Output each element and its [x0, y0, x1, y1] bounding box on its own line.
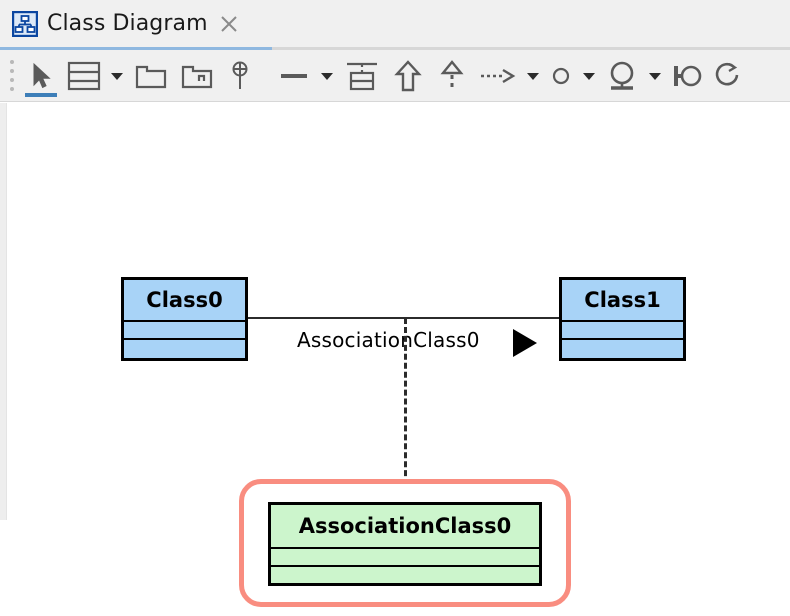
realization-tool-button[interactable] — [430, 50, 474, 102]
chevron-down-icon — [110, 66, 124, 85]
required-interface-tool-button[interactable] — [666, 50, 708, 102]
association-edge[interactable] — [248, 317, 559, 319]
class-operations-compartment — [562, 340, 683, 358]
socket-ball-icon — [670, 61, 704, 91]
interface-circle-icon — [550, 65, 572, 87]
class-box-icon — [67, 60, 101, 92]
generalization-arrow-icon — [394, 59, 422, 93]
realization-arrow-icon — [440, 59, 464, 93]
cursor-arrow-icon — [29, 62, 53, 90]
close-icon[interactable] — [219, 14, 239, 34]
class-node-associationclass0[interactable]: AssociationClass0 — [268, 502, 542, 586]
interface-tool-dropdown[interactable] — [578, 50, 600, 102]
package-icon — [134, 61, 168, 91]
class-node-class0[interactable]: Class0 — [121, 277, 248, 361]
dependency-tool-button[interactable] — [474, 50, 522, 102]
class-node-class1[interactable]: Class1 — [559, 277, 686, 361]
association-label[interactable]: AssociationClass0 — [297, 328, 480, 352]
class-diagram-icon — [11, 10, 39, 37]
association-navigation-arrow-icon — [513, 329, 537, 357]
association-tool-dropdown[interactable] — [316, 50, 338, 102]
interface-tool-button[interactable] — [544, 50, 578, 102]
package-tool-button[interactable] — [128, 50, 174, 102]
provided-interface-tool-dropdown[interactable] — [644, 50, 666, 102]
class-attributes-compartment — [562, 322, 683, 340]
tab-active-indicator — [0, 47, 272, 50]
class-tool-button[interactable] — [62, 50, 106, 102]
class-tool-dropdown[interactable] — [106, 50, 128, 102]
association-class-tool-button[interactable] — [338, 50, 386, 102]
toolbar-grip[interactable] — [4, 50, 20, 102]
subsystem-tool-button[interactable] — [174, 50, 220, 102]
package-nested-icon — [180, 61, 214, 91]
chevron-down-icon — [582, 66, 596, 85]
class-operations-compartment — [271, 567, 539, 585]
dependency-arrow-icon — [479, 68, 517, 84]
select-tool-button[interactable] — [20, 50, 62, 102]
diagram-toolbar — [0, 50, 790, 102]
self-loop-icon — [714, 61, 744, 91]
dependency-tool-dropdown[interactable] — [522, 50, 544, 102]
association-class-icon — [344, 58, 380, 94]
class-attributes-compartment — [271, 549, 539, 567]
diagram-canvas-area[interactable]: AssociationClass0 Class0 Class1 Associat… — [0, 103, 790, 616]
diagram-canvas[interactable]: AssociationClass0 Class0 Class1 Associat… — [0, 103, 790, 616]
class-name: AssociationClass0 — [271, 505, 539, 549]
class-attributes-compartment — [124, 322, 245, 340]
provided-interface-tool-button[interactable] — [600, 50, 644, 102]
tab-class-diagram[interactable]: Class Diagram — [0, 0, 272, 47]
class-name: Class1 — [562, 280, 683, 322]
lollipop-icon — [605, 59, 639, 93]
association-class-link[interactable] — [404, 318, 407, 503]
class-operations-compartment — [124, 340, 245, 358]
canvas-left-gutter — [0, 103, 7, 520]
class-name: Class0 — [124, 280, 245, 322]
tab-label: Class Diagram — [47, 11, 208, 36]
tab-bar-divider — [0, 47, 790, 50]
chevron-down-icon — [526, 66, 540, 85]
association-line-icon — [279, 70, 309, 82]
chevron-down-icon — [648, 66, 662, 85]
port-pin-icon — [228, 60, 252, 92]
chevron-down-icon — [320, 66, 334, 85]
generalization-tool-button[interactable] — [386, 50, 430, 102]
self-association-tool-button[interactable] — [708, 50, 750, 102]
tab-bar: Class Diagram — [0, 0, 790, 50]
port-tool-button[interactable] — [220, 50, 260, 102]
association-tool-button[interactable] — [272, 50, 316, 102]
